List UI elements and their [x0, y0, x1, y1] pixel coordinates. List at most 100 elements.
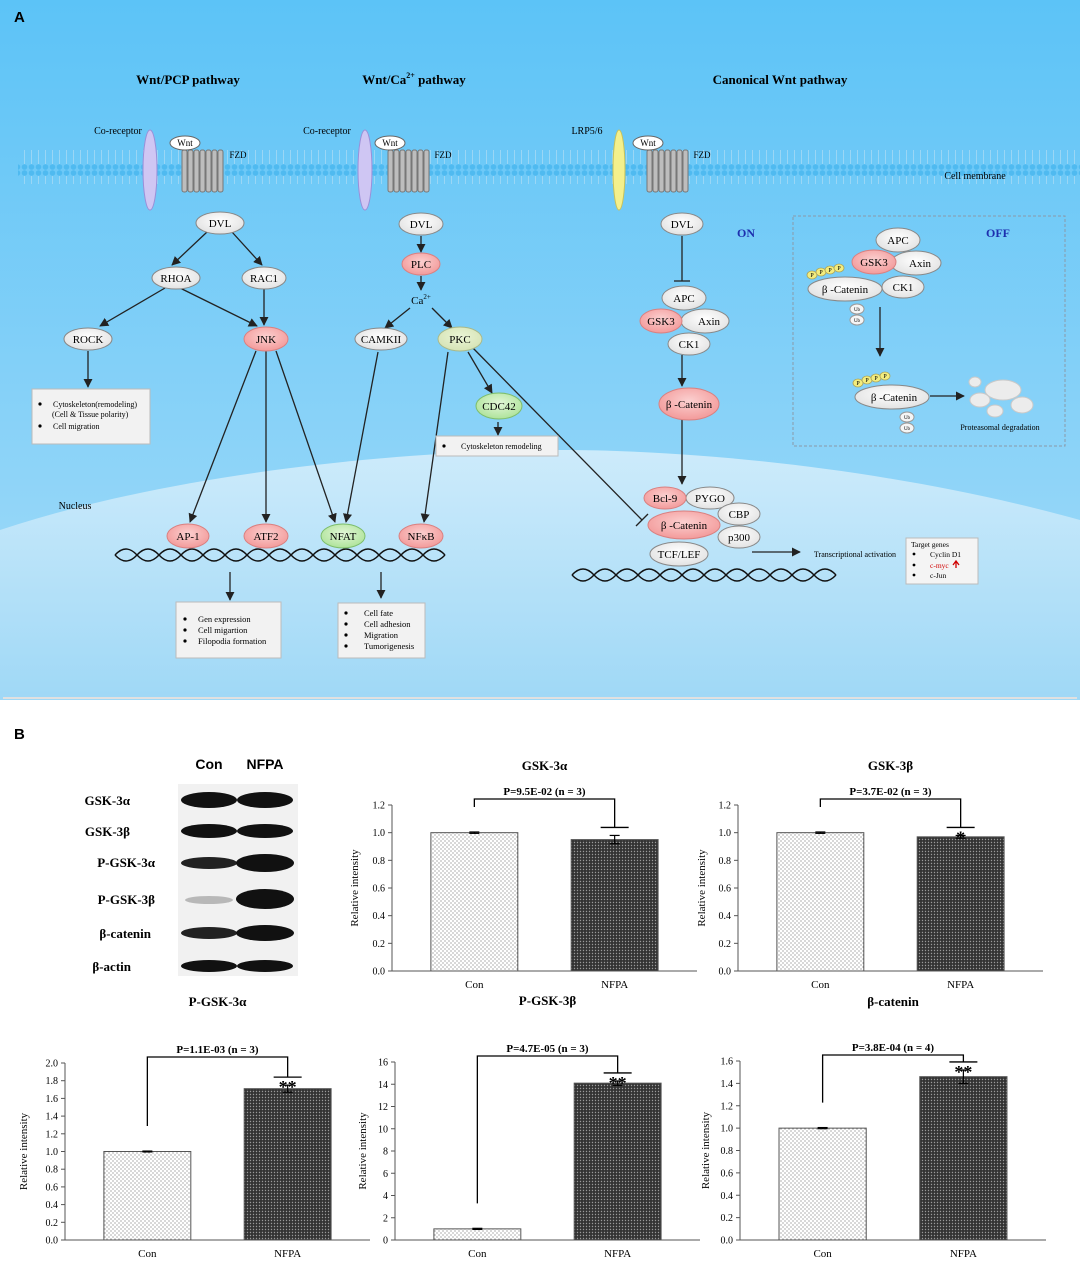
y-tick-label: 1.0 [46, 1147, 59, 1158]
y-tick-label: 0.8 [46, 1165, 59, 1176]
bar-con [778, 1127, 867, 1241]
band-gsk3b-con [181, 824, 237, 838]
y-tick-label: 0.6 [719, 884, 732, 895]
fzd-label-pcp: FZD [229, 150, 247, 160]
svg-text:Bcl-9: Bcl-9 [653, 493, 678, 505]
p-value-label: P=3.7E-02 (n = 3) [849, 786, 932, 798]
cell-membrane-label: Cell membrane [944, 171, 1006, 182]
y-axis-label: Relative intensity [696, 849, 708, 927]
band-pgsk3a-con [181, 857, 237, 869]
coreceptor-label-pcp: Co-receptor [94, 126, 142, 137]
y-tick-label: 0.8 [373, 856, 386, 867]
y-tick-label: 16 [378, 1058, 388, 1069]
band-bactin-con [181, 960, 237, 972]
ap1-output-box: Gen expression Cell migartion Filopodia … [175, 601, 282, 659]
blot-row-pgsk3b: P-GSK-3β [98, 892, 156, 907]
panel-a: A Wnt/PCP pathway Wnt/Ca2+ pathway Canon… [0, 0, 1080, 700]
band-bactin-nfpa [237, 960, 293, 972]
y-axis-label: Relative intensity [18, 1112, 30, 1190]
y-tick-label: 1.8 [46, 1076, 59, 1087]
panel-a-label: A [14, 9, 25, 26]
svg-text:AP-1: AP-1 [176, 531, 199, 543]
y-tick-label: 1.0 [721, 1124, 734, 1135]
coreceptor-ca [357, 129, 373, 211]
y-tick-label: 1.4 [46, 1112, 59, 1123]
blot-row-bactin: β-actin [92, 959, 131, 974]
proteasomal-label: Proteasomal degradation [960, 423, 1039, 432]
blot-col-con: Con [195, 756, 222, 772]
svg-text:DVL: DVL [410, 219, 433, 231]
svg-text:CAMKII: CAMKII [361, 334, 402, 346]
y-tick-label: 8 [383, 1147, 388, 1158]
y-tick-label: 1.0 [719, 828, 732, 839]
y-tick-label: 0.2 [719, 939, 732, 950]
rock-node [63, 327, 113, 351]
western-blot: Con NFPA GSK-3α GSK-3β P-GSK-3α P-GSK-3β… [84, 756, 298, 976]
jnk-node [243, 326, 289, 352]
svg-text:GSK3: GSK3 [647, 316, 675, 328]
p-value-label: P=3.8E-04 (n = 4) [852, 1042, 935, 1054]
rock-output-box: Cytoskeleton(remodeling) (Cell & Tissue … [31, 388, 151, 445]
panel-b-label: B [14, 726, 25, 743]
beta-catenin-off [807, 276, 883, 302]
svg-text:RAC1: RAC1 [250, 273, 278, 285]
svg-text:P: P [874, 376, 878, 382]
y-tick-label: 0.0 [721, 1236, 734, 1247]
svg-text:APC: APC [887, 235, 908, 247]
y-tick-label: 2 [383, 1213, 388, 1224]
y-tick-label: 1.2 [46, 1129, 59, 1140]
phospho-groups-off [806, 263, 845, 280]
y-tick-label: 0.6 [373, 884, 386, 895]
y-tick-label: 2.0 [46, 1059, 59, 1070]
y-tick-label: 6 [383, 1169, 388, 1180]
svg-text:P: P [837, 266, 841, 272]
nucleus-label: Nucleus [59, 501, 92, 512]
fzd-label-ca: FZD [434, 150, 452, 160]
y-axis-label: Relative intensity [349, 849, 361, 927]
y-tick-label: 0.0 [373, 967, 386, 978]
wnt-pathway-diagram: A Wnt/PCP pathway Wnt/Ca2+ pathway Canon… [0, 0, 1080, 700]
svg-text:Migration: Migration [364, 630, 399, 640]
svg-text:PYGO: PYGO [695, 493, 725, 505]
wnt-pcp-title: Wnt/PCP pathway [136, 72, 240, 87]
svg-text:Ub: Ub [854, 308, 861, 313]
svg-text:ROCK: ROCK [73, 334, 104, 346]
svg-text:GSK3: GSK3 [860, 257, 888, 269]
y-tick-label: 0.2 [46, 1218, 59, 1229]
x-tick-label: Con [813, 1248, 832, 1257]
svg-text:PKC: PKC [449, 334, 470, 346]
bar-con [430, 832, 519, 972]
transcriptional-activation-label: Transcriptional activation [814, 550, 896, 559]
destruction-complex-on: APC Axin GSK3 CK1 [639, 285, 730, 356]
svg-text:Cell adhesion: Cell adhesion [364, 619, 411, 629]
svg-text:Wnt: Wnt [640, 138, 656, 148]
bar-con [103, 1151, 192, 1241]
lrp-label: LRP5/6 [571, 126, 602, 137]
svg-text:Ub: Ub [904, 416, 911, 421]
svg-text:P: P [856, 381, 860, 387]
svg-text:Wnt: Wnt [177, 138, 193, 148]
x-tick-label: Con [465, 979, 484, 991]
x-tick-label: Con [468, 1248, 487, 1257]
p-value-label: P=4.7E-05 (n = 3) [506, 1043, 589, 1055]
proteasome-fragments [968, 376, 1034, 418]
blot-row-pgsk3a: P-GSK-3α [97, 855, 156, 870]
y-tick-label: 0.8 [721, 1146, 734, 1157]
y-tick-label: 0.4 [721, 1191, 734, 1202]
y-tick-label: 0.4 [719, 911, 732, 922]
x-tick-label: NFPA [950, 1248, 977, 1257]
svg-text:CK1: CK1 [679, 339, 700, 351]
nfkb-node [398, 523, 444, 549]
y-tick-label: 0.0 [46, 1236, 59, 1247]
y-tick-label: 1.2 [721, 1101, 734, 1112]
y-axis-label: Relative intensity [700, 1111, 712, 1189]
wnt-ligand-pcp [169, 135, 201, 151]
coreceptor-pcp [142, 129, 158, 211]
significance-stars: ** [279, 1077, 297, 1097]
y-tick-label: 0.6 [46, 1182, 59, 1193]
fzd-receptor-ca [387, 149, 430, 193]
svg-text:RHOA: RHOA [160, 273, 191, 285]
blot-col-nfpa: NFPA [246, 756, 283, 772]
